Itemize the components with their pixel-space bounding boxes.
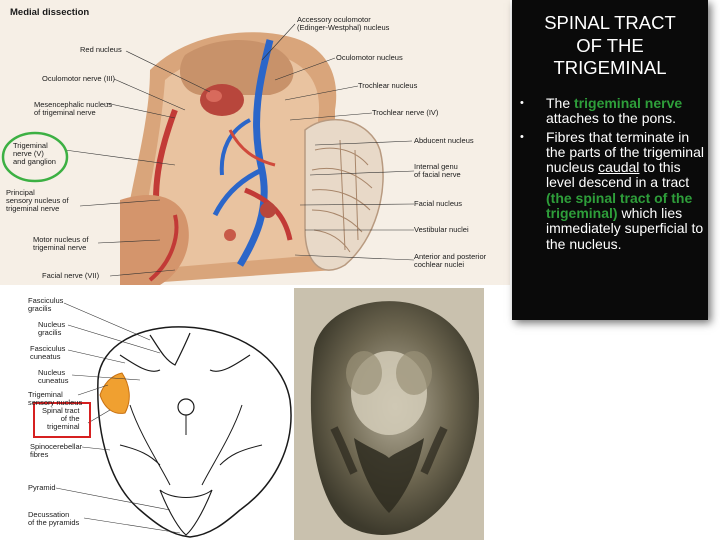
label-trochlear-nucleus: Trochlear nucleus	[358, 81, 418, 90]
label-oculomotor-nucleus: Oculomotor nucleus	[336, 53, 403, 62]
bullet-text: Fibres that terminate in the parts of th…	[546, 128, 704, 176]
bullet-marker: •	[520, 97, 524, 109]
bullet-text: attaches to the pons.	[546, 110, 676, 127]
medulla-section-image	[294, 288, 484, 540]
label-principal-sensory-nucleus: Principal sensory nucleus of trigeminal …	[6, 188, 69, 213]
bullet-marker: •	[520, 130, 524, 143]
label-fasciculus-cuneatus: Fasciculus cuneatus	[30, 344, 66, 361]
medulla-diagram: Fasciculus gracilis Nucleus gracilis Fas…	[0, 285, 300, 540]
label-trigeminal-nerve: Trigeminal nerve (V) and ganglion	[13, 141, 56, 166]
label-trochlear-nerve: Trochlear nerve (IV)	[372, 108, 439, 117]
medial-dissection-figure: Medial dissection Accessory oculomotor (…	[0, 0, 510, 285]
highlight-trigeminal-nerve: trigeminal nerve	[574, 95, 683, 111]
bullet-text: to this level descend in a tract	[546, 159, 690, 191]
label-nucleus-cuneatus: Nucleus cuneatus	[38, 368, 69, 385]
stained-section-photo	[294, 288, 484, 540]
label-trigeminal-sensory-nucleus: Trigeminal sensory nucleus	[28, 390, 83, 407]
text-panel: SPINAL TRACT OF THE TRIGEMINAL • The trig…	[512, 0, 708, 320]
brainstem-illustration	[0, 0, 510, 285]
label-spinal-tract-trigeminal: Spinal tract of the trigeminal	[42, 406, 80, 431]
label-facial-nucleus: Facial nucleus	[414, 199, 462, 208]
label-oculomotor-nerve: Oculomotor nerve (III)	[42, 74, 115, 83]
label-spinocerebellar-fibres: Spinocerebellar fibres	[30, 442, 83, 459]
figure-title: Medial dissection	[10, 7, 90, 18]
label-accessory-oculomotor: Accessory oculomotor (Edinger-Westphal) …	[297, 15, 390, 32]
label-decussation-pyramids: Decussation of the pyramids	[28, 510, 80, 527]
underlined-caudal: caudal	[598, 159, 640, 176]
label-red-nucleus: Red nucleus	[80, 45, 122, 54]
label-nucleus-gracilis: Nucleus gracilis	[38, 320, 66, 337]
highlight-spinal-tract: (the spinal tract of the trigeminal)	[546, 189, 693, 222]
label-motor-nucleus: Motor nucleus of trigeminal nerve	[33, 235, 89, 252]
bullet-item-2: • Fibres that terminate in the parts of t…	[520, 128, 706, 252]
bullet-text: The	[546, 95, 575, 111]
label-internal-genu: Internal genu of facial nerve	[414, 162, 461, 179]
bullet-text: which lies immediately superficial to th…	[546, 205, 704, 252]
panel-title: SPINAL TRACT OF THE TRIGEMINAL	[544, 12, 676, 78]
label-vestibular-nuclei: Vestibular nuclei	[414, 225, 469, 234]
bullet-list: • The trigeminal nerve attaches to the po…	[520, 95, 706, 255]
label-pyramid: Pyramid	[28, 483, 56, 492]
medulla-outline	[0, 285, 300, 540]
label-fasciculus-gracilis: Fasciculus gracilis	[28, 296, 64, 313]
bullet-item-1: • The trigeminal nerve attaches to the po…	[520, 95, 706, 127]
label-facial-nerve: Facial nerve (VII)	[42, 271, 100, 280]
label-mesencephalic-nucleus: Mesencephalic nucleus of trigeminal nerv…	[34, 100, 112, 117]
label-abducent-nucleus: Abducent nucleus	[414, 136, 474, 145]
label-cochlear-nuclei: Anterior and posterior cochlear nuclei	[414, 252, 487, 269]
